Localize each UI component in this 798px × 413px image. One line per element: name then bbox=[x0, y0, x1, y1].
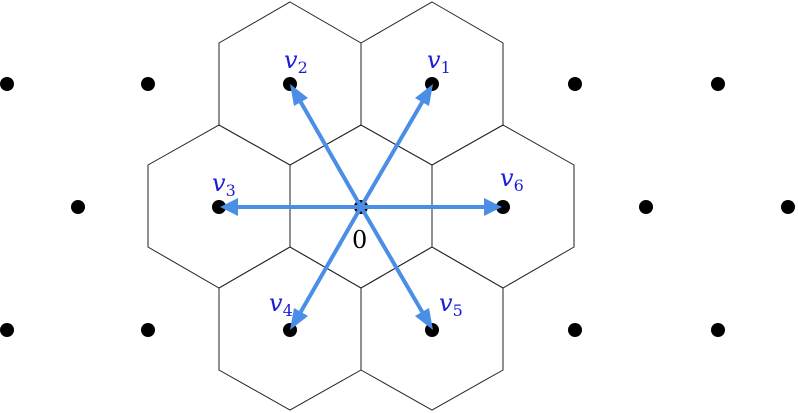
lattice-point bbox=[711, 77, 725, 91]
lattice-point bbox=[141, 323, 155, 337]
lattice-point bbox=[141, 77, 155, 91]
vector-v5-label: v5 bbox=[439, 289, 463, 320]
cell-v5 bbox=[360, 246, 504, 411]
lattice-point bbox=[496, 200, 510, 214]
vector-v3-arrowhead bbox=[220, 198, 238, 216]
lattice-point bbox=[781, 200, 795, 214]
vector-v5-arrowhead bbox=[415, 308, 433, 330]
lattice-point bbox=[71, 200, 85, 214]
vector-v4-arrowhead bbox=[290, 308, 308, 330]
lattice-point bbox=[0, 323, 14, 337]
vector-v5-arrow bbox=[359, 205, 426, 317]
vector-v1-arrow bbox=[359, 97, 426, 209]
lattice-point bbox=[711, 323, 725, 337]
vector-v2-arrowhead bbox=[290, 84, 308, 106]
vector-v2-arrow bbox=[297, 98, 363, 208]
vector-v6-label: v6 bbox=[500, 164, 524, 195]
basis-vectors bbox=[220, 84, 502, 330]
vector-v1-arrowhead bbox=[415, 84, 433, 106]
lattice-point bbox=[568, 77, 582, 91]
lattice-point bbox=[0, 77, 14, 91]
lattice-point bbox=[568, 323, 582, 337]
vector-v3-label: v3 bbox=[212, 169, 236, 200]
vector-v2-label: v2 bbox=[284, 46, 308, 77]
vector-v6-arrowhead bbox=[484, 198, 502, 216]
lattice-point bbox=[212, 200, 226, 214]
vector-labels: v1 v2 v3 v4 v5 v6 bbox=[212, 46, 524, 320]
voronoi-cells bbox=[147, 1, 575, 411]
vector-v4-arrow bbox=[297, 206, 363, 316]
vector-v1-label: v1 bbox=[427, 46, 451, 77]
lattice-point bbox=[639, 200, 653, 214]
origin-label: 0 bbox=[352, 226, 367, 254]
vector-v4-label: v4 bbox=[269, 289, 293, 320]
